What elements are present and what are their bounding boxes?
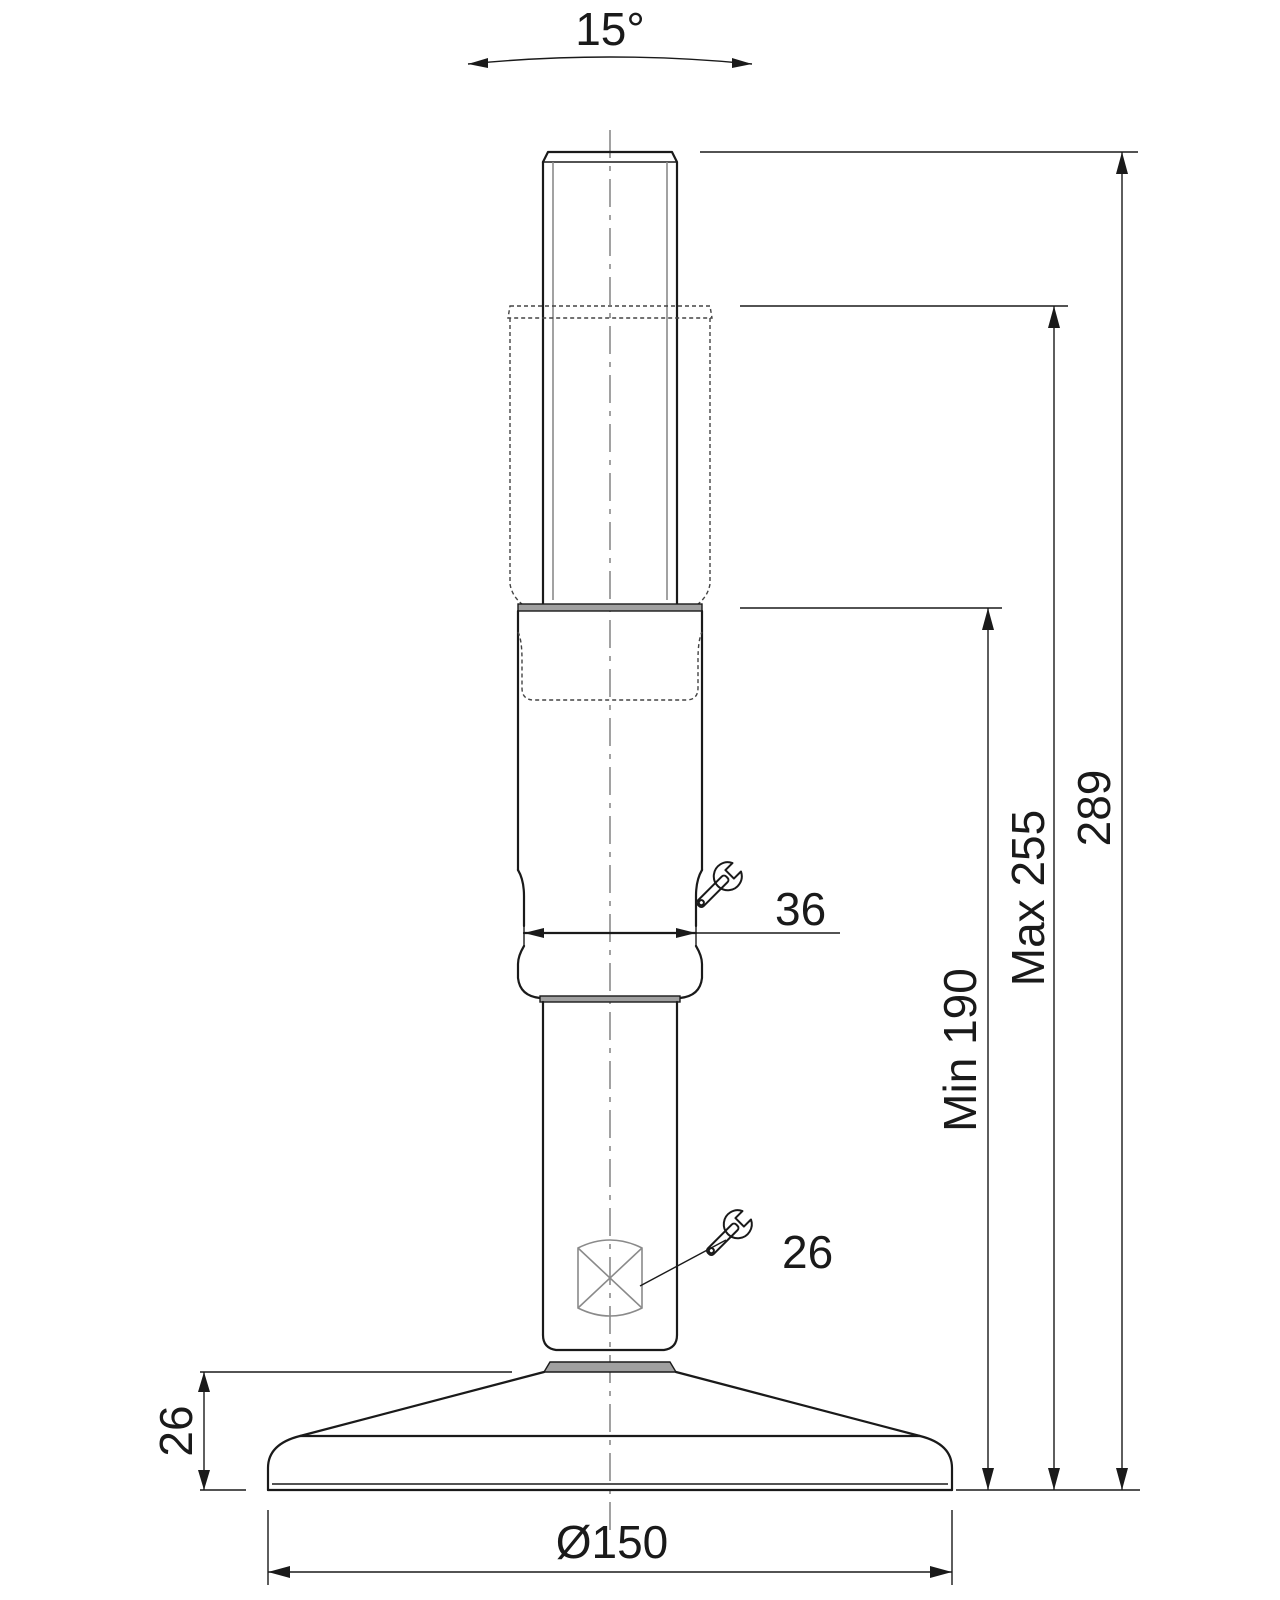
threaded-rod — [541, 150, 679, 606]
extended-housing-hidden-outline — [507, 305, 713, 605]
base-height-dimension: 26 — [150, 1371, 512, 1491]
max-height-dimension: Max 255 — [740, 305, 1068, 1490]
wrench-icon — [695, 861, 743, 909]
wrench-upper-size-label: 36 — [775, 883, 826, 935]
wrench-lower-size-label: 26 — [782, 1226, 833, 1278]
base-height-label: 26 — [150, 1405, 202, 1456]
base-plate — [266, 1361, 954, 1492]
base-diameter-dimension: Ø150 — [267, 1510, 953, 1585]
min-height-dimension: Min 190 — [740, 607, 1140, 1491]
overall-height-dimension: 289 — [700, 151, 1138, 1490]
max-height-label: Max 255 — [1002, 810, 1054, 986]
min-height-label: Min 190 — [934, 968, 986, 1132]
wrench-size-26-callout: 26 — [639, 1209, 833, 1287]
wrench-flat — [577, 1239, 643, 1317]
tilt-angle-annotation: 15° — [467, 3, 753, 68]
tilt-angle-label: 15° — [575, 3, 645, 55]
spindle — [541, 1000, 679, 1352]
wrench-size-36-callout: 36 — [524, 861, 840, 938]
wrench-icon — [705, 1209, 753, 1257]
overall-height-label: 289 — [1068, 770, 1120, 847]
base-diameter-label: Ø150 — [556, 1516, 669, 1568]
